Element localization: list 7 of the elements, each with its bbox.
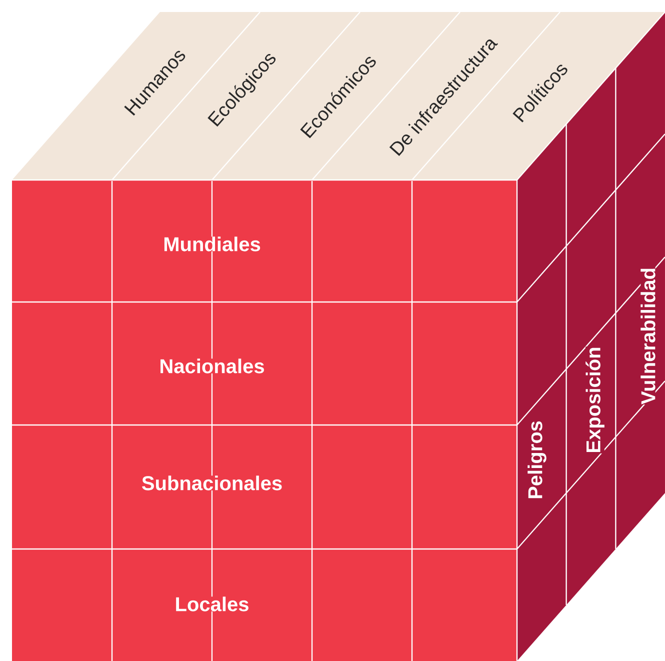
scale-label: Locales (174, 596, 250, 612)
dimension-label: Vulnerabilidad (640, 267, 656, 405)
scale-label: Nacionales (159, 358, 265, 374)
scale-label: Subnacionales (141, 476, 283, 490)
dimension-label: Exposición (586, 346, 604, 454)
dimension-label: Peligros (528, 420, 546, 500)
scale-label: Mundiales (163, 236, 261, 252)
